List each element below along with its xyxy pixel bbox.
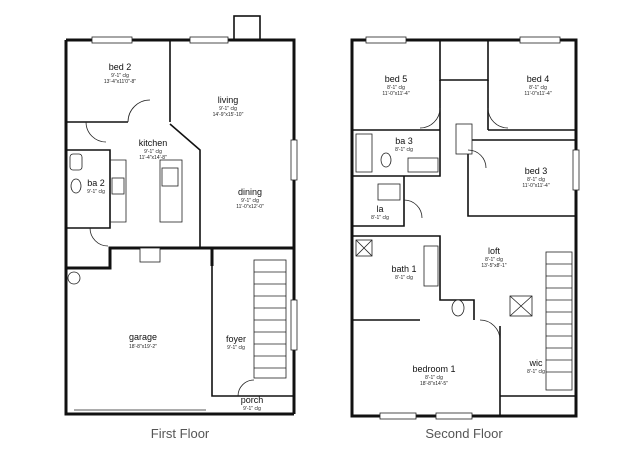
svg-text:11'-4"x14'-8": 11'-4"x14'-8" <box>139 155 167 161</box>
window <box>572 149 580 191</box>
svg-text:8'-1" clg: 8'-1" clg <box>395 275 413 281</box>
svg-text:14'-9"x15'-10": 14'-9"x15'-10" <box>213 112 244 118</box>
room-label-bed-3: bed 3 <box>525 166 548 176</box>
svg-text:8'-1" clg: 8'-1" clg <box>529 85 547 91</box>
hall-shelf <box>455 123 473 155</box>
room-label-bed-5: bed 5 <box>385 74 408 84</box>
room-label-la: la <box>376 204 383 214</box>
toilet <box>70 178 82 194</box>
window <box>519 36 561 44</box>
svg-text:18'-8"x14'-5": 18'-8"x14'-5" <box>420 381 448 387</box>
svg-text:9'-1" clg: 9'-1" clg <box>243 406 261 412</box>
door-swing <box>127 99 151 123</box>
door-swing <box>419 107 441 129</box>
svg-text:8'-1" clg: 8'-1" clg <box>425 375 443 381</box>
svg-text:9'-1" clg: 9'-1" clg <box>111 73 129 79</box>
door-swing <box>89 227 109 247</box>
svg-text:9'-1" clg: 9'-1" clg <box>144 149 162 155</box>
window <box>91 36 133 44</box>
stairs <box>545 251 573 391</box>
chimney <box>233 15 261 41</box>
second-floor-exterior-wall <box>350 38 578 418</box>
window <box>365 36 407 44</box>
room-label-dining: dining <box>238 187 262 197</box>
room-label-bed-4: bed 4 <box>527 74 550 84</box>
svg-text:9'-1" clg: 9'-1" clg <box>227 345 245 351</box>
bathtub <box>355 133 373 173</box>
window <box>290 139 298 181</box>
sink <box>161 167 179 187</box>
first-floor-interior-wall <box>66 246 214 270</box>
washer <box>377 183 401 201</box>
door-swing <box>487 107 509 129</box>
svg-text:11'-0"x11'-4": 11'-0"x11'-4" <box>522 183 549 189</box>
first-floor-exterior-wall <box>66 38 296 414</box>
svg-text:8'-1" clg: 8'-1" clg <box>371 215 389 221</box>
water-heater <box>67 271 81 285</box>
window <box>290 299 298 351</box>
door-swing <box>85 121 107 143</box>
room-label-loft: loft <box>488 246 501 256</box>
svg-text:8'-1" clg: 8'-1" clg <box>395 147 413 153</box>
svg-text:9'-1" clg: 9'-1" clg <box>241 198 259 204</box>
second-floor-plan: bed 5 8'-1" clg 11'-0"x11'-4" bed 4 8'-1… <box>350 36 580 441</box>
range <box>111 177 125 195</box>
vanity <box>407 157 439 173</box>
vanity <box>423 245 439 287</box>
svg-text:8'-1" clg: 8'-1" clg <box>387 85 405 91</box>
bathroom-sink <box>69 153 83 171</box>
room-label-ba-3: ba 3 <box>395 136 413 146</box>
svg-text:8'-1" clg: 8'-1" clg <box>485 257 503 263</box>
pantry <box>139 247 161 263</box>
svg-text:11'-0"x12'-0": 11'-0"x12'-0" <box>236 204 264 210</box>
svg-text:13'-5"x8'-1": 13'-5"x8'-1" <box>481 263 506 269</box>
room-label-bedroom-1: bedroom 1 <box>412 364 455 374</box>
toilet <box>451 299 465 317</box>
svg-text:13'-4"x11'0"-8": 13'-4"x11'0"-8" <box>104 79 136 85</box>
room-label-ba-2: ba 2 <box>87 178 105 188</box>
first-floor-plan: bed 2 9'-1" clg 13'-4"x11'0"-8" living 9… <box>64 15 298 441</box>
room-label-bath-1: bath 1 <box>391 264 416 274</box>
svg-text:9'-1" clg: 9'-1" clg <box>219 106 237 112</box>
room-label-foyer: foyer <box>226 334 246 344</box>
toilet <box>380 152 392 168</box>
room-label-wic: wic <box>529 358 543 368</box>
room-label-kitchen: kitchen <box>139 138 168 148</box>
first-floor-caption: First Floor <box>151 426 210 441</box>
window <box>435 412 473 420</box>
svg-text:8'-1" clg: 8'-1" clg <box>527 369 545 375</box>
svg-text:9'-1" clg: 9'-1" clg <box>87 189 105 195</box>
second-floor-caption: Second Floor <box>425 426 503 441</box>
door-swing <box>467 149 487 169</box>
window <box>379 412 417 420</box>
window <box>189 36 229 44</box>
door-swing <box>237 379 255 397</box>
room-label-porch: porch <box>241 395 264 405</box>
svg-text:11'-0"x11'-4": 11'-0"x11'-4" <box>524 91 551 97</box>
door-swing <box>403 199 423 219</box>
room-label-bed-2: bed 2 <box>109 62 132 72</box>
door-swing <box>479 319 501 341</box>
svg-text:18'-8"x19'-2": 18'-8"x19'-2" <box>129 344 157 350</box>
svg-text:11'-0"x11'-4": 11'-0"x11'-4" <box>382 91 409 97</box>
room-label-garage: garage <box>129 332 157 342</box>
stairs <box>253 259 287 379</box>
room-label-living: living <box>218 95 239 105</box>
svg-text:8'-1" clg: 8'-1" clg <box>527 177 545 183</box>
